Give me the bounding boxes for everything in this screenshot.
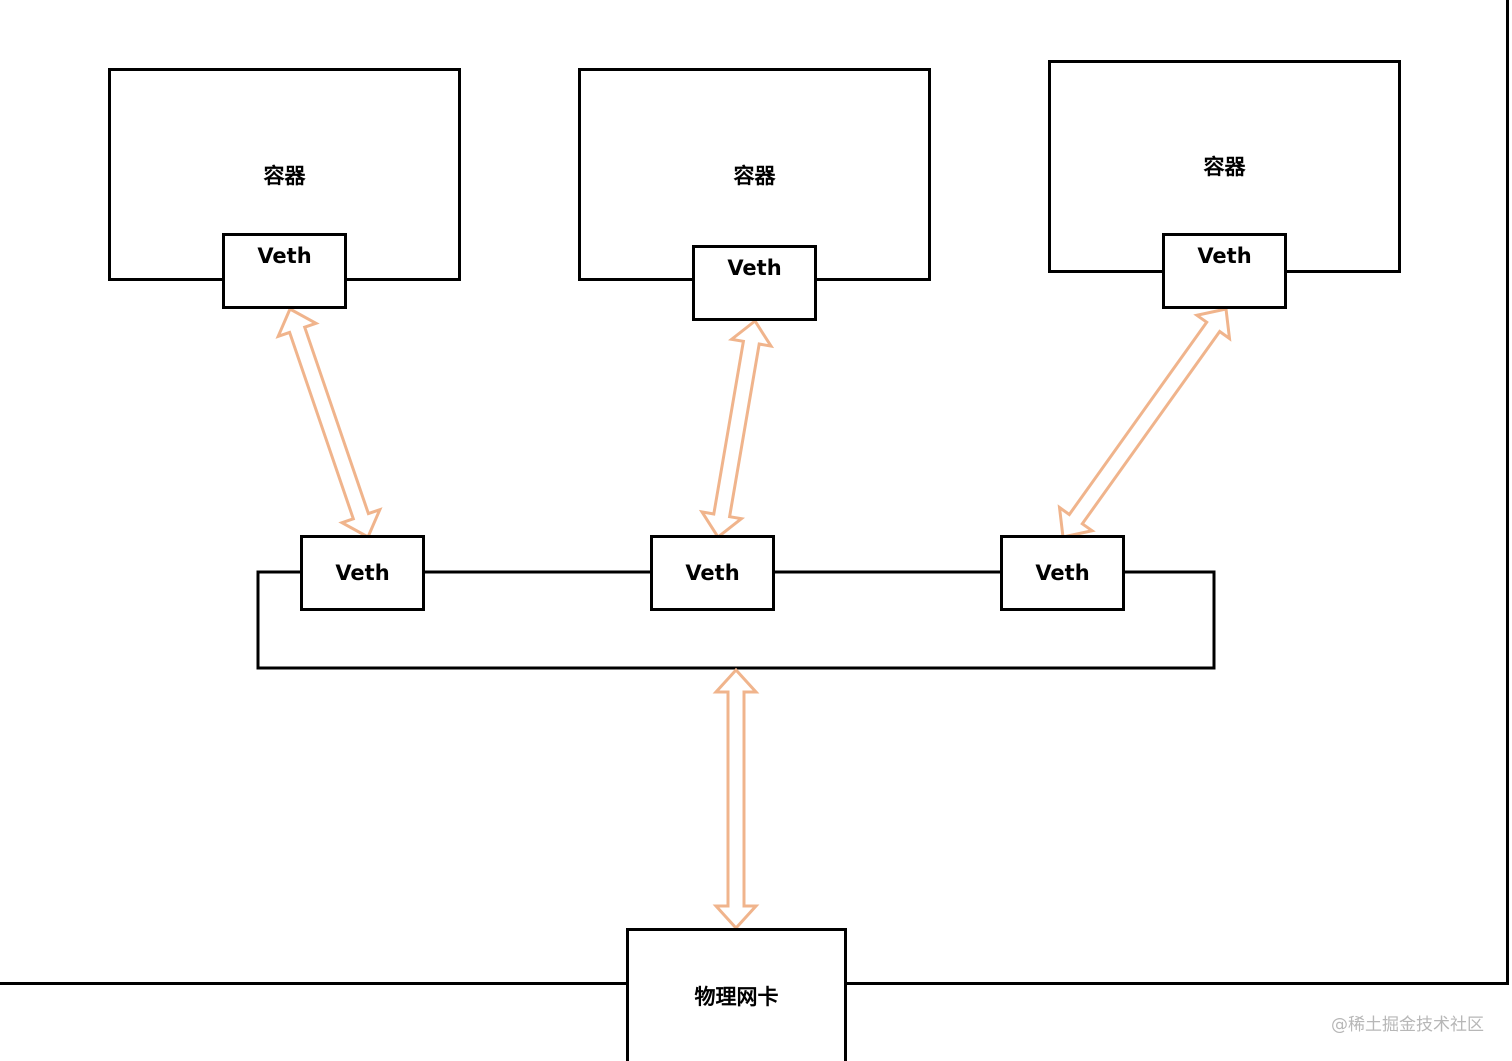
container-label-3: 容器: [1203, 155, 1246, 179]
container-veth-3: Veth: [1162, 233, 1287, 309]
bridge-veth-3: Veth: [1000, 535, 1125, 611]
bridge-veth-2: Veth: [650, 535, 775, 611]
container-label-1: 容器: [263, 164, 306, 188]
container-veth-1: Veth: [222, 233, 347, 309]
bridge-veth-1: Veth: [300, 535, 425, 611]
watermark: @稀土掘金技术社区: [1331, 1015, 1484, 1035]
container-veth-2: Veth: [692, 245, 817, 321]
container-label-2: 容器: [733, 164, 776, 188]
physical-nic: 物理网卡: [626, 928, 847, 1061]
